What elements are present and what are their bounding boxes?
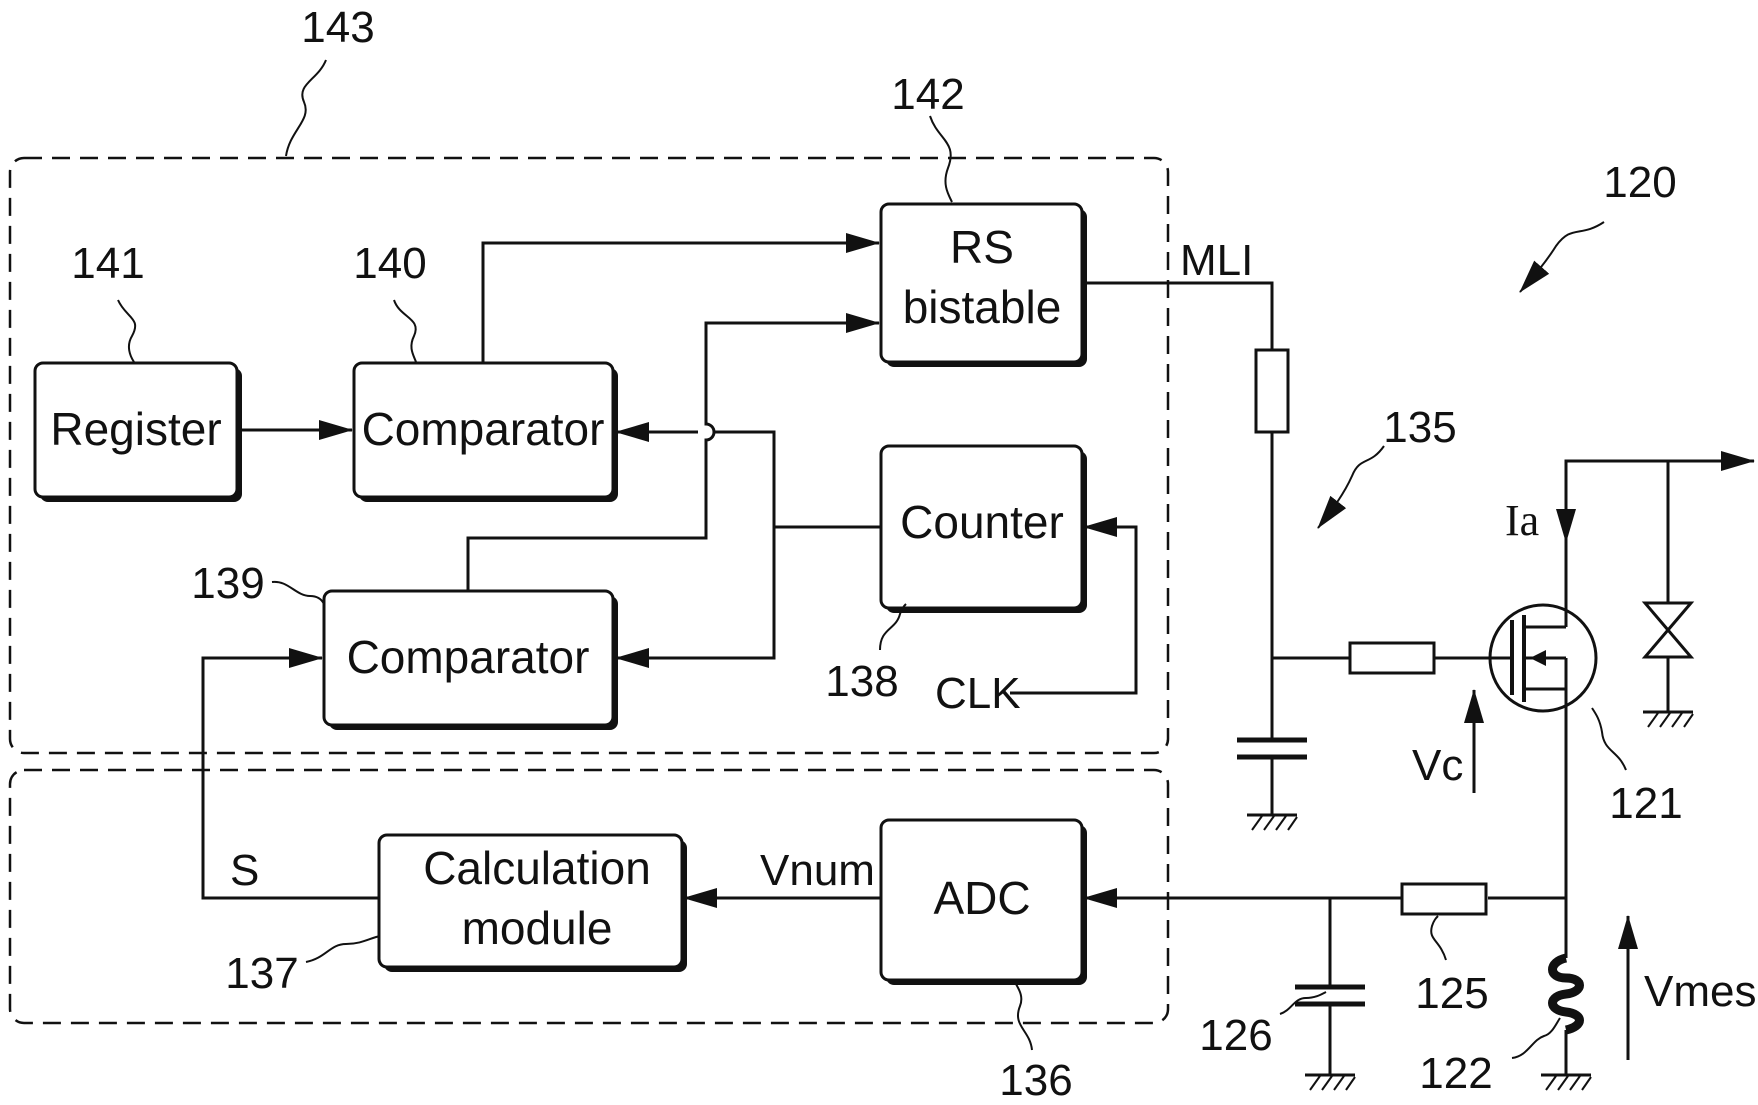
- comparator-140-label: Comparator: [362, 403, 605, 455]
- signal-vc: Vc: [1412, 741, 1463, 790]
- module-label: module: [462, 902, 613, 954]
- ground-symbol-gate: [1247, 815, 1297, 830]
- ground-symbol-diode: [1643, 712, 1693, 727]
- ref-142: 142: [891, 70, 964, 119]
- diode-symbol: [1645, 603, 1691, 657]
- ref-143: 143: [301, 3, 374, 52]
- leader-136: [1016, 984, 1032, 1050]
- wire-counter-to-comparator140: [714, 432, 881, 527]
- bistable-label: bistable: [903, 281, 1062, 333]
- ref-136: 136: [999, 1056, 1072, 1105]
- ref-126: 126: [1199, 1011, 1272, 1060]
- signal-vmes: Vmes: [1644, 967, 1756, 1016]
- leader-121: [1592, 708, 1626, 770]
- leader-139: [272, 582, 324, 604]
- signal-vnum: Vnum: [760, 846, 875, 895]
- leader-122: [1512, 1018, 1560, 1058]
- wire-comparator140-to-rs: [483, 243, 879, 363]
- ref-140: 140: [353, 239, 426, 288]
- leader-141: [118, 300, 135, 362]
- inductor-122: [1553, 958, 1580, 1030]
- rs-bistable-block: RS bistable: [881, 204, 1087, 367]
- signal-mli: MLI: [1180, 236, 1253, 285]
- leader-135: [1318, 446, 1384, 528]
- adc-block: ADC: [881, 820, 1087, 985]
- register-block: Register: [35, 363, 242, 502]
- resistor-gate: [1350, 643, 1434, 673]
- calculation-module-block: Calculation module: [379, 835, 687, 972]
- leader-137: [306, 936, 380, 962]
- counter-block: Counter: [881, 446, 1087, 613]
- leader-125: [1431, 916, 1446, 960]
- ref-139: 139: [191, 559, 264, 608]
- wire-mli: [1082, 283, 1272, 350]
- leader-143: [286, 60, 326, 156]
- ref-135: 135: [1383, 403, 1456, 452]
- leader-140: [394, 300, 416, 362]
- signal-s: S: [230, 846, 259, 895]
- wire-drain-output: [1566, 461, 1754, 470]
- ref-120: 120: [1603, 158, 1676, 207]
- counter-label: Counter: [900, 496, 1064, 548]
- register-label: Register: [50, 403, 221, 455]
- comparator-140-block: Comparator: [354, 363, 618, 502]
- ground-symbol-122: [1541, 1075, 1591, 1090]
- signal-ia: Ia: [1505, 496, 1539, 545]
- ref-137: 137: [225, 949, 298, 998]
- resistor-gate-series: [1256, 350, 1288, 432]
- ground-symbol-126: [1305, 1075, 1355, 1090]
- calculation-label: Calculation: [423, 842, 651, 894]
- ref-121: 121: [1609, 779, 1682, 828]
- comparator-139-label: Comparator: [347, 631, 590, 683]
- comparator-139-block: Comparator: [324, 591, 618, 730]
- adc-label: ADC: [933, 872, 1030, 924]
- ref-122: 122: [1419, 1049, 1492, 1098]
- ref-125: 125: [1415, 969, 1488, 1018]
- resistor-125: [1402, 884, 1486, 914]
- wire-counter-to-comparator139: [616, 527, 774, 658]
- ref-141: 141: [71, 239, 144, 288]
- rs-label: RS: [950, 221, 1014, 273]
- leader-120: [1520, 222, 1604, 292]
- ref-138: 138: [825, 657, 898, 706]
- signal-clk: CLK: [935, 669, 1021, 718]
